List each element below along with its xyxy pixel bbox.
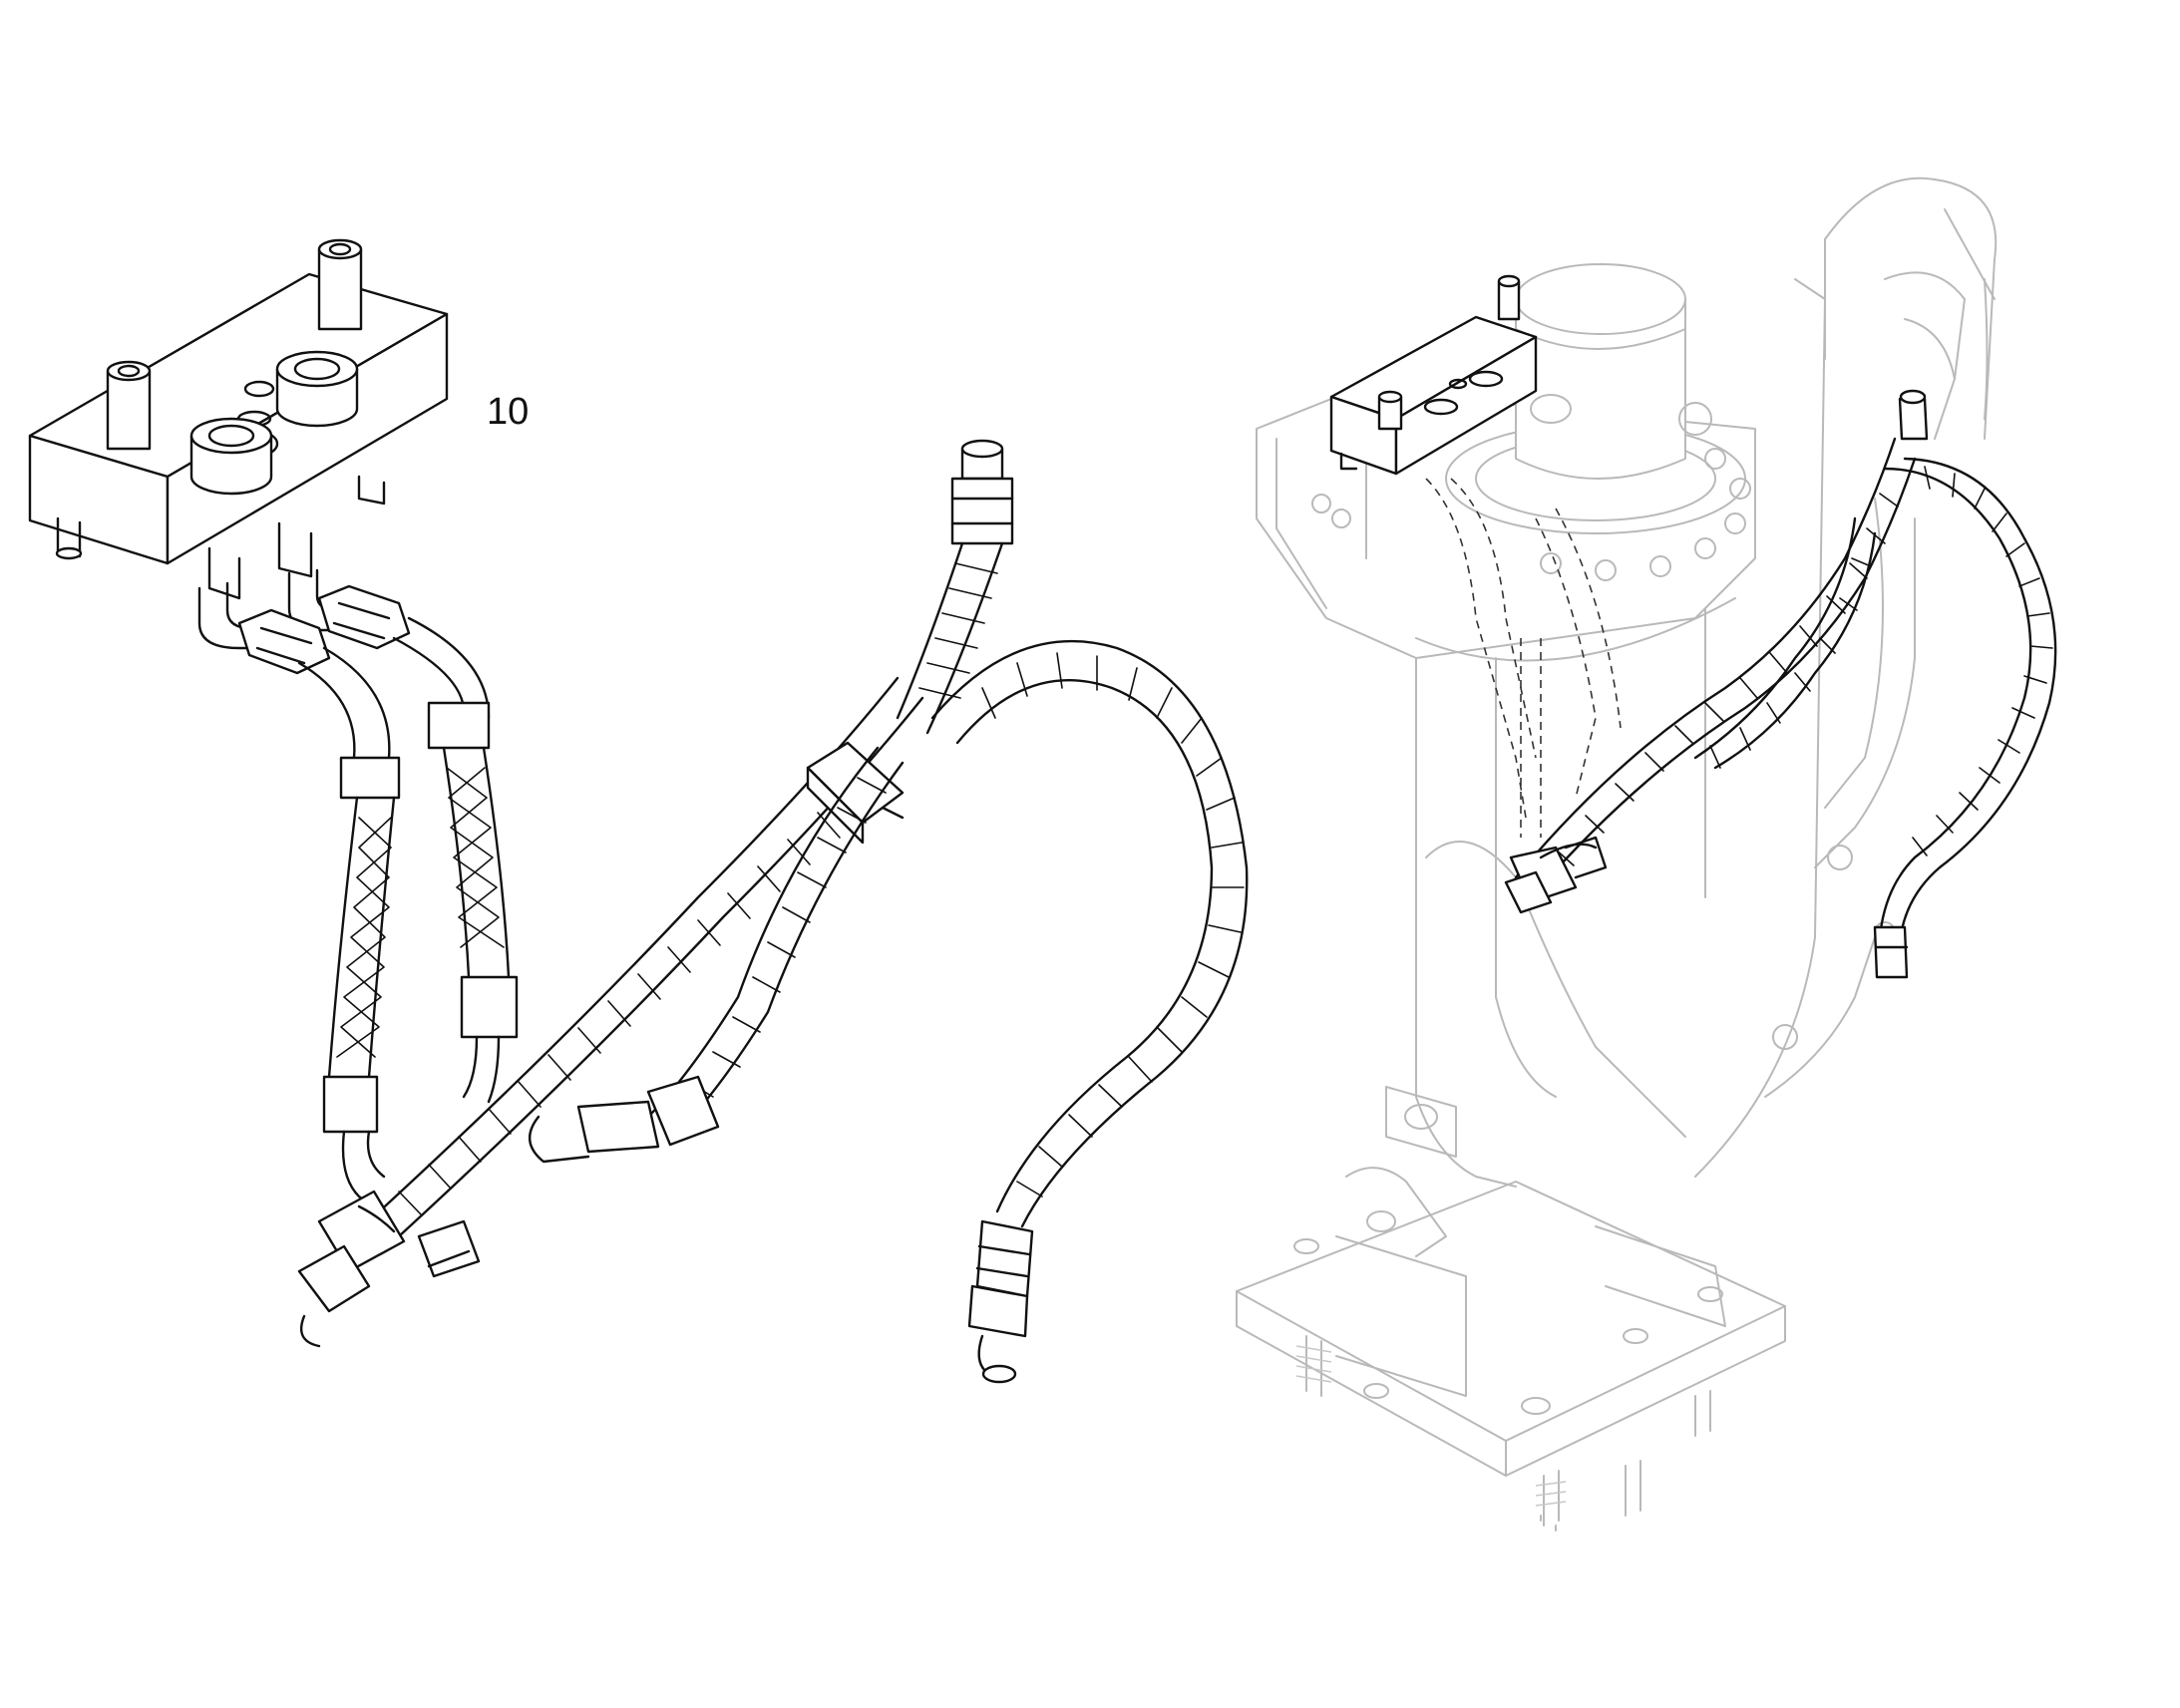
- lower-end-fittings: [357, 1204, 481, 1278]
- exploded-hose-assembly: [28, 238, 1249, 1384]
- installed-spiral-hoses: [1504, 389, 2057, 979]
- hidden-hose-routing: [1425, 478, 1622, 838]
- rotator-head: [1256, 263, 1756, 662]
- base-plate: [1236, 1181, 1786, 1532]
- callout-label-10: 10: [487, 391, 530, 433]
- spiral-guard-hose-loop: [930, 640, 1249, 1384]
- installed-context-view: [1236, 176, 2057, 1532]
- boom-arm: [1694, 176, 1998, 1178]
- spiral-guard-hose-upper: [529, 439, 1014, 1164]
- spiral-guard-hose-long: [297, 676, 924, 1348]
- installed-manifold: [1329, 274, 1538, 476]
- valve-manifold-block: [28, 238, 449, 600]
- braided-hose-pair: [197, 568, 519, 1213]
